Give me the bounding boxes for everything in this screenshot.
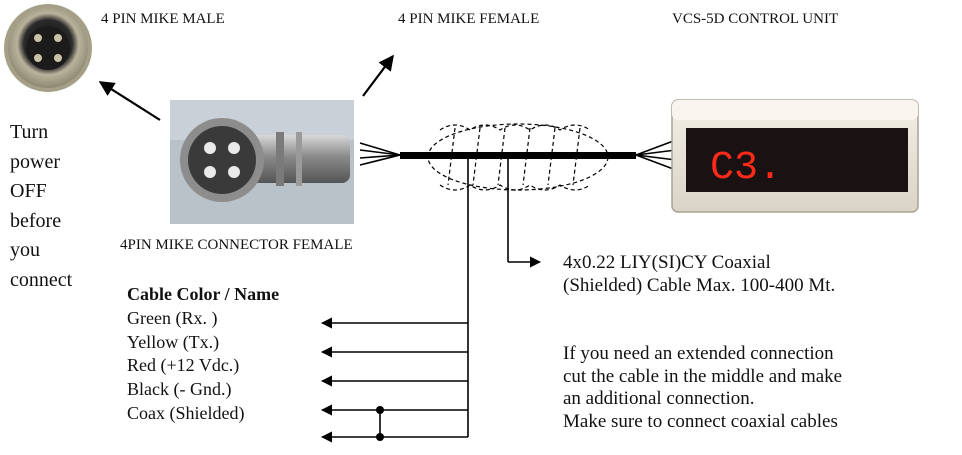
warning-line: you — [10, 239, 40, 261]
cable-spec: 4x0.22 LIY(SI)CY Coaxial (Shielded) Cabl… — [563, 252, 835, 297]
control-unit-label: VCS-5D CONTROL UNIT — [672, 11, 839, 27]
female-pointer-arrow — [362, 54, 394, 97]
female-connector-image — [170, 100, 354, 224]
warning-line: power — [10, 150, 60, 173]
led-display — [686, 128, 908, 192]
legend-item: Black (- Gnd.) — [127, 379, 232, 400]
warning-line: Turn — [10, 121, 49, 143]
cable-spec-line: (Shielded) Cable Max. 100-400 Mt. — [563, 274, 836, 296]
warning-line: OFF — [10, 180, 47, 202]
unit-fanout-wires — [635, 139, 677, 171]
junction-dot — [376, 433, 384, 441]
legend-item: Green (Rx. ) — [127, 307, 218, 328]
power-warning: Turn power OFF before you connect — [10, 118, 72, 295]
connector-caption: 4PIN MIKE CONNECTOR FEMALE — [120, 237, 353, 253]
male-pointer-arrow — [98, 81, 161, 121]
legend-heading: Cable Color / Name — [127, 284, 280, 304]
legend-item: Red (+12 Vdc.) — [127, 355, 240, 376]
note-line: an additional connection. — [563, 388, 755, 409]
male-connector-image — [4, 4, 92, 92]
drop-wires — [320, 159, 542, 443]
note-line: If you need an extended connection — [563, 343, 834, 364]
warning-line: connect — [10, 268, 73, 291]
junction-dot — [376, 406, 384, 414]
legend-item: Yellow (Tx.) — [127, 331, 220, 352]
warning-line: before — [10, 209, 62, 232]
display-reading: C3. — [710, 146, 782, 191]
male-connector-label: 4 PIN MIKE MALE — [101, 11, 225, 27]
female-fanout-wires — [359, 142, 401, 166]
extension-note: If you need an extended connection cut t… — [563, 343, 842, 433]
cable-spec-line: 4x0.22 LIY(SI)CY Coaxial — [563, 252, 771, 273]
note-line: cut the cable in the middle and make — [563, 365, 843, 387]
female-connector-label: 4 PIN MIKE FEMALE — [398, 11, 540, 27]
cable-color-legend: Cable Color / Name Green (Rx. ) Yellow (… — [127, 283, 279, 426]
control-unit-image — [671, 99, 919, 213]
note-line: Make sure to connect coaxial cables — [563, 410, 838, 432]
main-cable — [400, 152, 636, 159]
legend-item: Coax (Shielded) — [127, 402, 245, 423]
